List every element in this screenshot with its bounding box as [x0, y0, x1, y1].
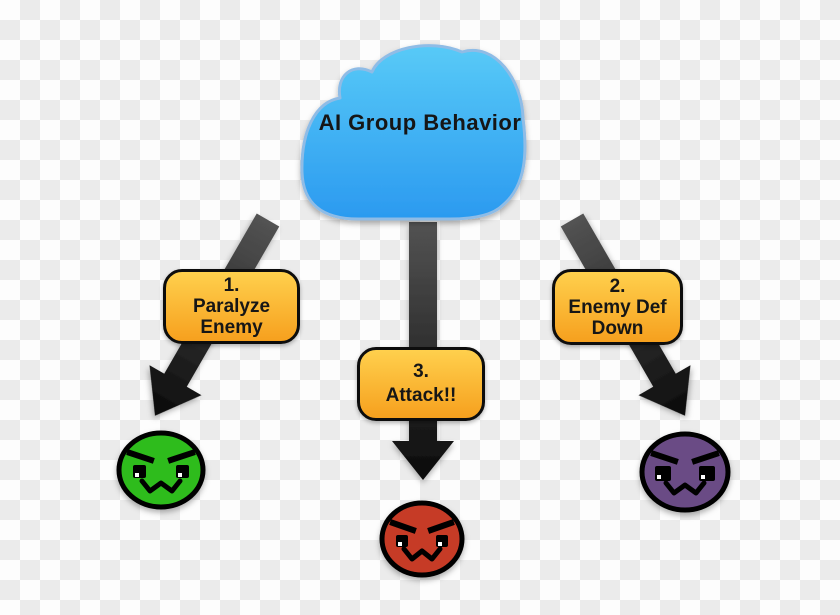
right-eyebrow-icon: [427, 519, 455, 534]
left-eyebrow-icon: [650, 450, 679, 465]
purple-enemy-head: [639, 431, 731, 513]
step-number: 2.: [609, 275, 626, 297]
step-box-enemy-def-down: 2. Enemy Def Down: [552, 269, 683, 345]
right-eyebrow-icon: [691, 450, 720, 465]
step-label-line: Paralyze: [192, 296, 271, 317]
step-label-line: Enemy: [200, 317, 263, 338]
left-eyebrow-icon: [389, 519, 417, 534]
right-eyebrow-icon: [167, 449, 196, 464]
left-eye-glint: [657, 475, 661, 479]
step-label-line: Attack!!: [385, 385, 457, 406]
right-eye-glint: [178, 473, 182, 477]
step-label-line: Down: [591, 317, 644, 339]
left-eye-glint: [398, 542, 402, 546]
right-eye-glint: [438, 542, 442, 546]
left-eye-icon: [133, 465, 146, 478]
purple-enemy-face: [639, 431, 731, 513]
right-eye-icon: [176, 465, 189, 478]
green-enemy-face: [116, 430, 206, 510]
cloud-title: AI Group Behavior: [318, 110, 522, 135]
mouth-icon: [401, 546, 443, 562]
left-eyebrow-icon: [126, 449, 155, 464]
step-box-paralyze-enemy: 1. Paralyze Enemy: [163, 269, 300, 344]
right-eye-glint: [701, 475, 705, 479]
step-label-line: Enemy Def: [568, 296, 667, 318]
step-number: 3.: [413, 361, 429, 382]
step-box-attack: 3. Attack!!: [357, 347, 485, 421]
mouth-icon: [139, 478, 183, 494]
mouth-icon: [663, 480, 707, 496]
green-enemy-head: [116, 430, 206, 510]
red-enemy-face: [379, 500, 465, 578]
red-enemy-head: [379, 500, 465, 578]
step-number: 1.: [223, 275, 240, 296]
left-eye-glint: [135, 473, 139, 477]
cloud-shape: [300, 44, 527, 221]
